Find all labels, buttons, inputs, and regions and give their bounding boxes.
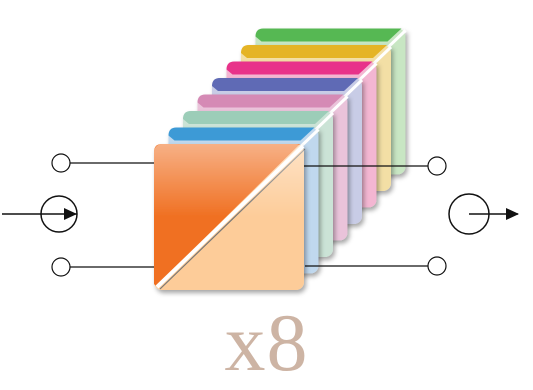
right-terminals xyxy=(300,156,447,276)
output-arrowhead xyxy=(506,208,519,220)
stack-layer-top xyxy=(212,78,358,91)
multiplier-label: x8 xyxy=(224,297,309,388)
open-circle-icon xyxy=(51,153,71,173)
stack-layer-top xyxy=(241,45,387,58)
left-terminals xyxy=(51,153,160,277)
input-arrowhead xyxy=(64,208,77,220)
open-circle-icon xyxy=(51,257,71,277)
open-circle-icon xyxy=(427,256,447,276)
front-block-gloss xyxy=(154,144,304,290)
open-circle-icon xyxy=(427,156,447,176)
input-port xyxy=(2,195,78,233)
stack-layer-top xyxy=(255,28,402,42)
front-block xyxy=(154,144,306,290)
output-port xyxy=(448,193,519,235)
stack-layer-top xyxy=(168,127,315,141)
stack-layer-top xyxy=(183,111,329,124)
stack-layer-top xyxy=(226,61,373,75)
stack-layer-top xyxy=(197,94,344,108)
